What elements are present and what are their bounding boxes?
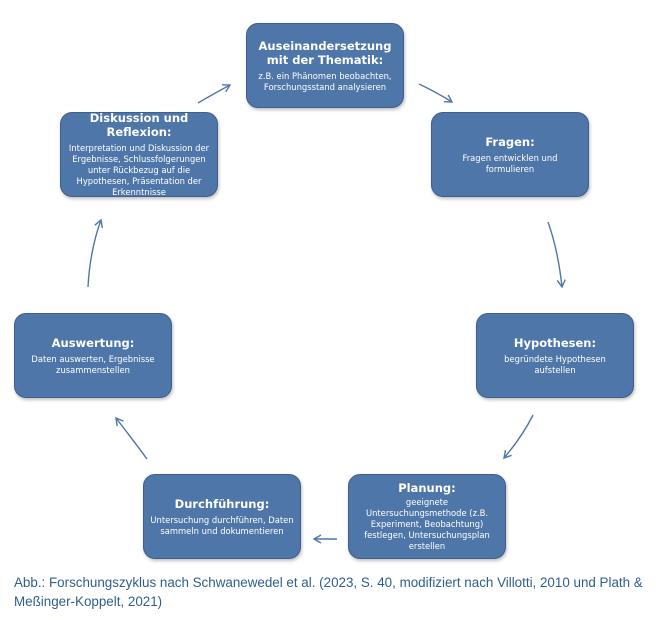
arrow-durchfuehrung-to-auswertung bbox=[115, 416, 148, 460]
figure-caption: Abb.: Forschungszyklus nach Schwanewedel… bbox=[14, 575, 643, 609]
stage-description: geeignete Untersuchungsmethode (z.B. Exp… bbox=[364, 497, 490, 551]
stage-box-planung: Planung: geeignete Untersuchungsmethode … bbox=[348, 474, 506, 559]
arrow-diskussion-to-auseinander bbox=[197, 84, 232, 104]
stage-description: Interpretation und Diskussion der Ergebn… bbox=[68, 143, 210, 197]
stage-box-auswertung: Auswertung: Daten auswerten, Ergebnisse … bbox=[14, 313, 172, 398]
stage-box-fragen: Fragen: Fragen entwicklen und formuliere… bbox=[431, 112, 589, 197]
stage-title: Hypothesen: bbox=[513, 335, 597, 350]
stage-box-auseinandersetzung: Auseinandersetzung mit der Thematik: z.B… bbox=[246, 23, 404, 108]
arrow-hypothesen-to-planung bbox=[503, 414, 534, 460]
stage-box-hypothesen: Hypothesen: begründete Hypothesen aufste… bbox=[476, 313, 634, 398]
stage-description: Daten auswerten, Ergebnisse zusammenstel… bbox=[31, 353, 155, 375]
stage-box-durchfuehrung: Durchführung: Untersuchung durchführen, … bbox=[143, 474, 301, 559]
stage-description: Untersuchung durchführen, Daten sammeln … bbox=[150, 514, 294, 536]
stage-title: Fragen: bbox=[485, 134, 535, 149]
stage-description: z.B. ein Phänomen beobachten, Forschungs… bbox=[258, 70, 392, 92]
stage-title: Diskussion und Reflexion: bbox=[89, 111, 189, 139]
arrow-auseinander-to-fragen bbox=[418, 83, 454, 103]
arrow-fragen-to-hypothesen bbox=[547, 221, 566, 289]
stage-title: Auseinandersetzung mit der Thematik: bbox=[258, 38, 392, 67]
stage-box-diskussion: Diskussion und Reflexion: Interpretation… bbox=[60, 111, 218, 197]
stage-description: begründete Hypothesen aufstellen bbox=[504, 353, 606, 375]
stage-title: Durchführung: bbox=[174, 496, 270, 511]
stage-title: Auswertung: bbox=[51, 335, 135, 350]
arrow-auswertung-to-diskussion bbox=[87, 218, 104, 288]
stage-title: Planung: bbox=[398, 481, 456, 495]
stage-description: Fragen entwicklen und formulieren bbox=[462, 152, 558, 174]
